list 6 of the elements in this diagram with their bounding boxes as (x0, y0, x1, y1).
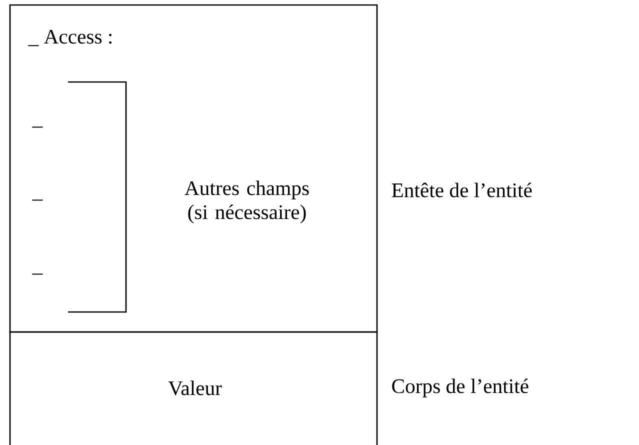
dash-mark: _ (32, 274, 43, 275)
side-label: Entête de l’entité (392, 182, 532, 198)
body-box: Valeur (9, 331, 378, 445)
side-label: Corps de l’entité (392, 378, 528, 398)
dash-mark: _ (32, 200, 43, 201)
dash-mark: _ (32, 126, 43, 128)
